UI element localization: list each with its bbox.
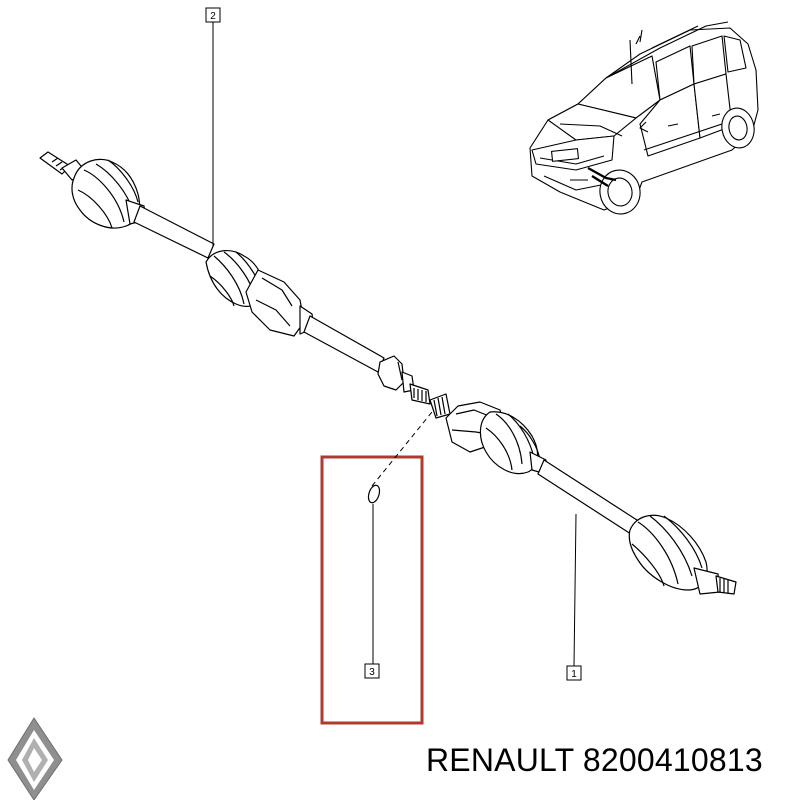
o-ring-icon — [367, 484, 381, 504]
callout-label: 2 — [210, 11, 216, 22]
highlight-box — [320, 455, 424, 725]
right-outer-cv-boot — [628, 514, 737, 595]
shaft-section-middle — [303, 315, 385, 373]
ring-part-highlight: 3 — [320, 411, 433, 725]
right-splined-stub — [429, 393, 451, 419]
callout-box — [364, 663, 380, 679]
suv-car-illustration — [529, 21, 759, 215]
renault-diamond-logo — [7, 717, 63, 800]
leader-line — [573, 513, 577, 667]
exploded-view-dashed-line — [371, 411, 433, 487]
callout-shaft: 2 — [205, 7, 221, 246]
left-cv-boot — [71, 158, 147, 229]
shaft-section-right — [537, 459, 641, 537]
shaft-section-left — [133, 205, 215, 259]
brand-name: RENAULT — [426, 742, 574, 778]
right-cv-joint — [445, 401, 547, 475]
part-number: 8200410813 — [582, 742, 763, 778]
drive-shaft-assembly — [39, 151, 737, 595]
part-caption: RENAULT 8200410813 — [426, 742, 763, 779]
callout-label: 1 — [571, 669, 577, 680]
intermediate-collar — [377, 355, 431, 405]
callout-label: 3 — [369, 667, 375, 678]
callout-axle: 1 — [566, 513, 582, 681]
middle-cv-boot — [205, 250, 315, 337]
